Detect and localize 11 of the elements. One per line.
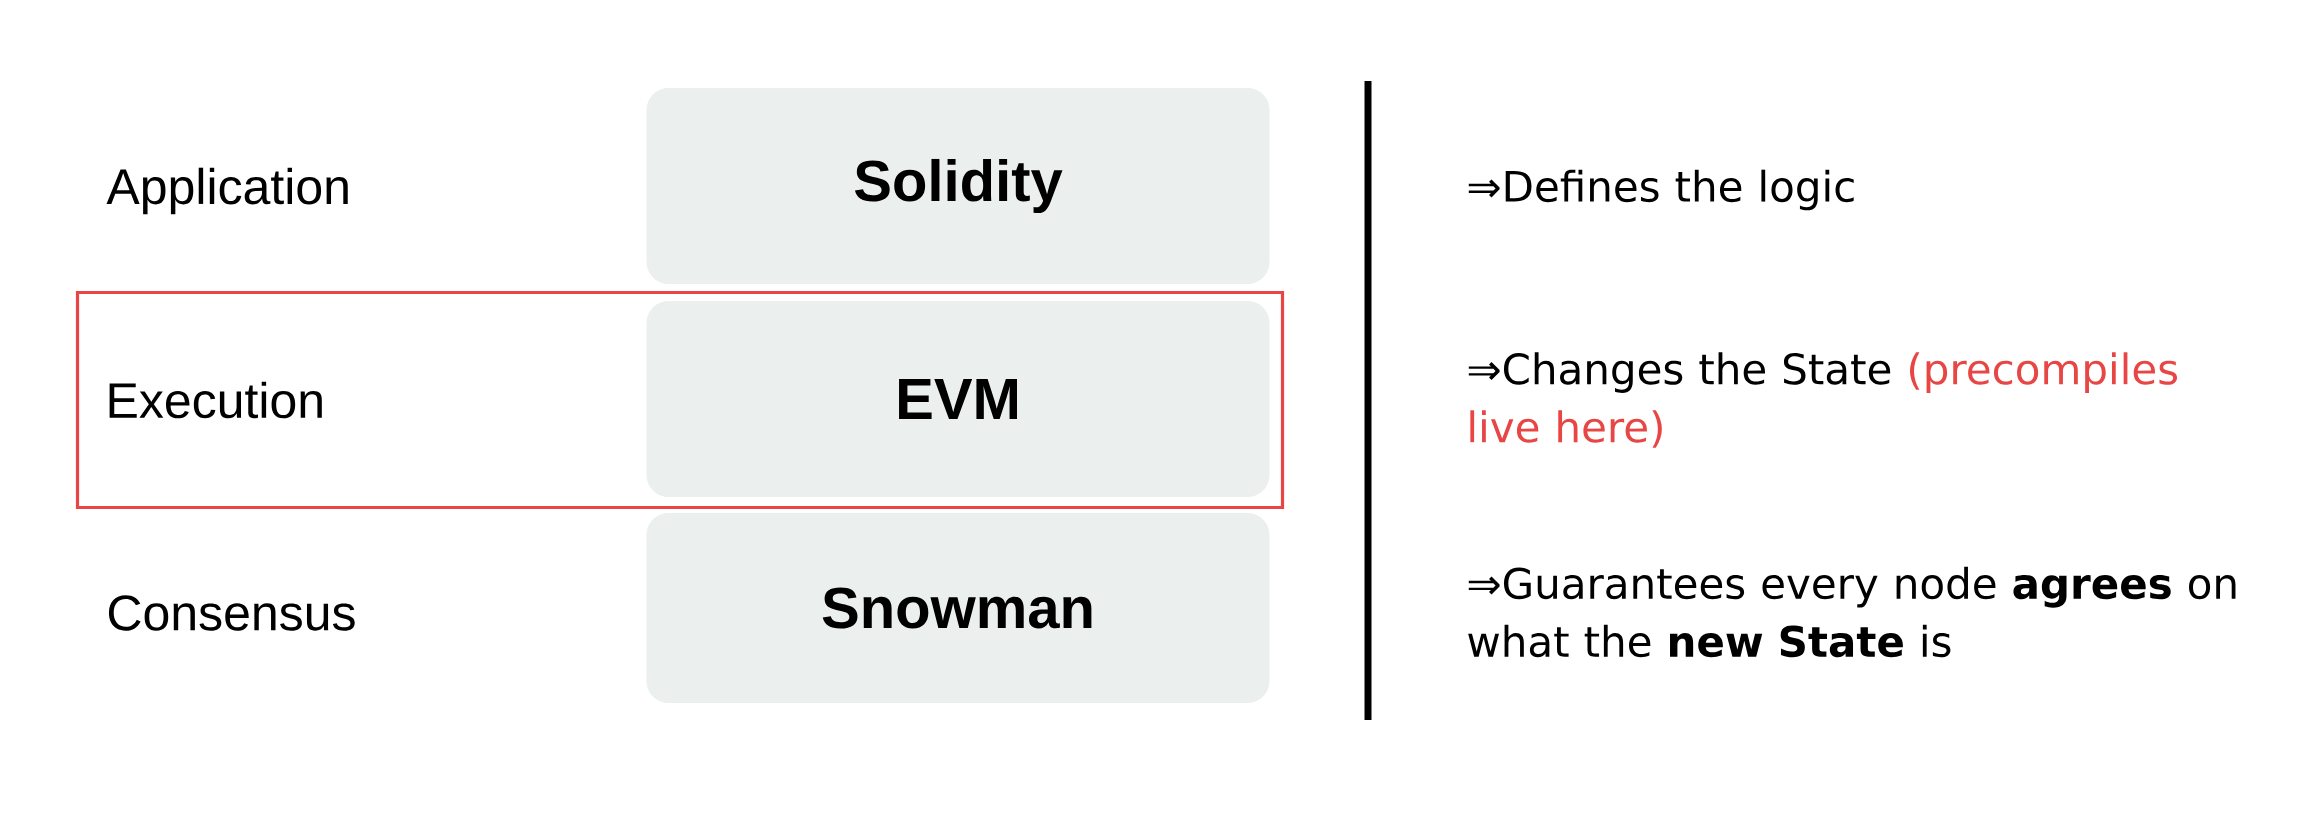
description-text: ⇒Guarantees every node agrees on what the new State is <box>1468 566 2236 658</box>
label: (precompiles <box>1909 352 2178 393</box>
layer-label: Application <box>106 167 348 215</box>
layer-box: EVM <box>646 301 1270 497</box>
label: ⇒Changes the State <box>1468 352 1891 393</box>
label: live here) <box>1470 410 1662 448</box>
description-text: ⇒Defines the logic <box>1468 169 1854 211</box>
layer-box: Solidity <box>646 88 1270 284</box>
layer-label: Consensus <box>108 595 355 631</box>
layer-box: Snowman <box>646 513 1270 703</box>
description-text: ⇒Changes the State (precompiles live here) <box>1468 352 2177 448</box>
